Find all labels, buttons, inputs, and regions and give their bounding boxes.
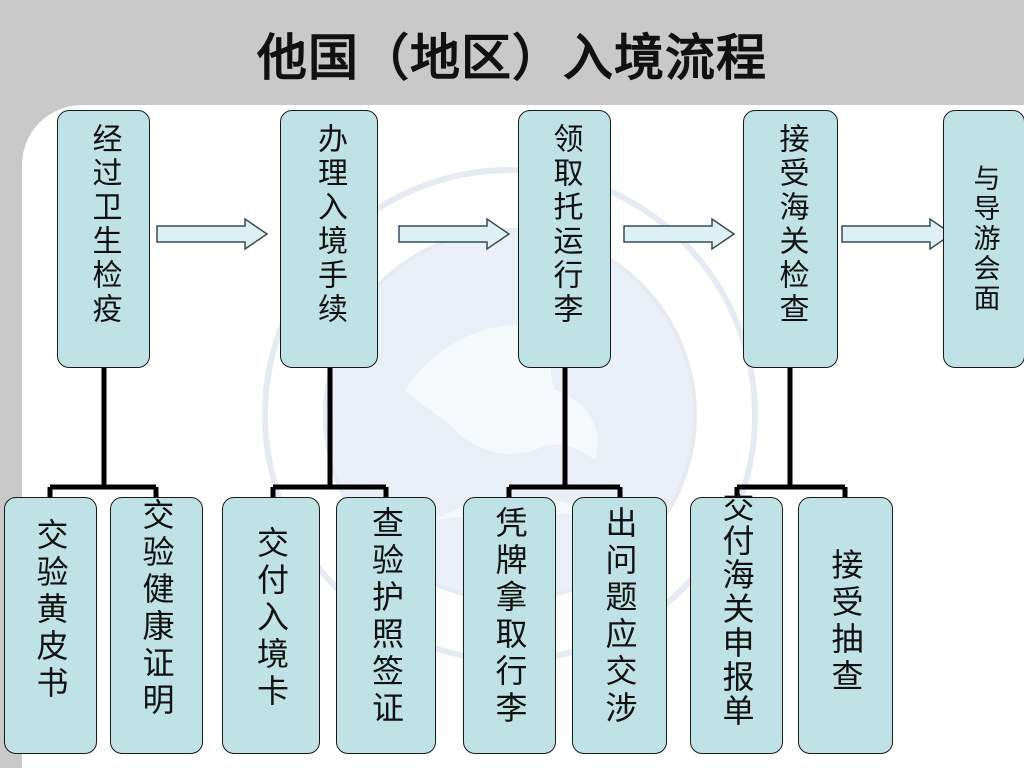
sub-label-4a: 交付海关申报单 — [717, 490, 756, 728]
sub-label-3b: 出问题应交涉 — [600, 506, 639, 728]
sub-box-1b: 交验健康证明 — [110, 497, 203, 754]
sub-box-2b: 查验护照签证 — [336, 497, 436, 754]
step-box-4: 接受海关检查 — [743, 110, 838, 368]
sub-label-4b: 接受抽查 — [826, 548, 865, 696]
step-label-1: 经过卫生检疫 — [86, 123, 122, 327]
sub-label-2a: 交付入境卡 — [252, 526, 290, 711]
step-box-2: 办理入境手续 — [280, 110, 378, 368]
step-label-3: 领取托运行李 — [547, 123, 583, 327]
step-box-3: 领取托运行李 — [518, 110, 611, 368]
sub-label-1a: 交验黄皮书 — [31, 518, 70, 703]
step-box-5: 与导游会面 — [943, 110, 1024, 368]
sub-box-4a: 交付海关申报单 — [690, 490, 783, 754]
sub-box-3a: 凭牌拿取行李 — [463, 497, 556, 754]
step-label-2: 办理入境手续 — [312, 123, 347, 327]
sub-box-1a: 交验黄皮书 — [4, 497, 97, 754]
sub-box-3b: 出问题应交涉 — [572, 497, 667, 754]
sub-box-2a: 交付入境卡 — [222, 497, 320, 754]
page-title: 他国（地区）入境流程 — [257, 28, 767, 87]
step-label-4: 接受海关检查 — [773, 123, 809, 327]
step-box-1: 经过卫生检疫 — [57, 110, 150, 368]
sub-label-2b: 查验护照签证 — [367, 506, 405, 728]
step-label-5: 与导游会面 — [968, 164, 1000, 314]
sub-label-3a: 凭牌拿取行李 — [490, 506, 529, 728]
sub-box-4b: 接受抽查 — [798, 497, 893, 754]
sub-label-1b: 交验健康证明 — [137, 498, 176, 720]
